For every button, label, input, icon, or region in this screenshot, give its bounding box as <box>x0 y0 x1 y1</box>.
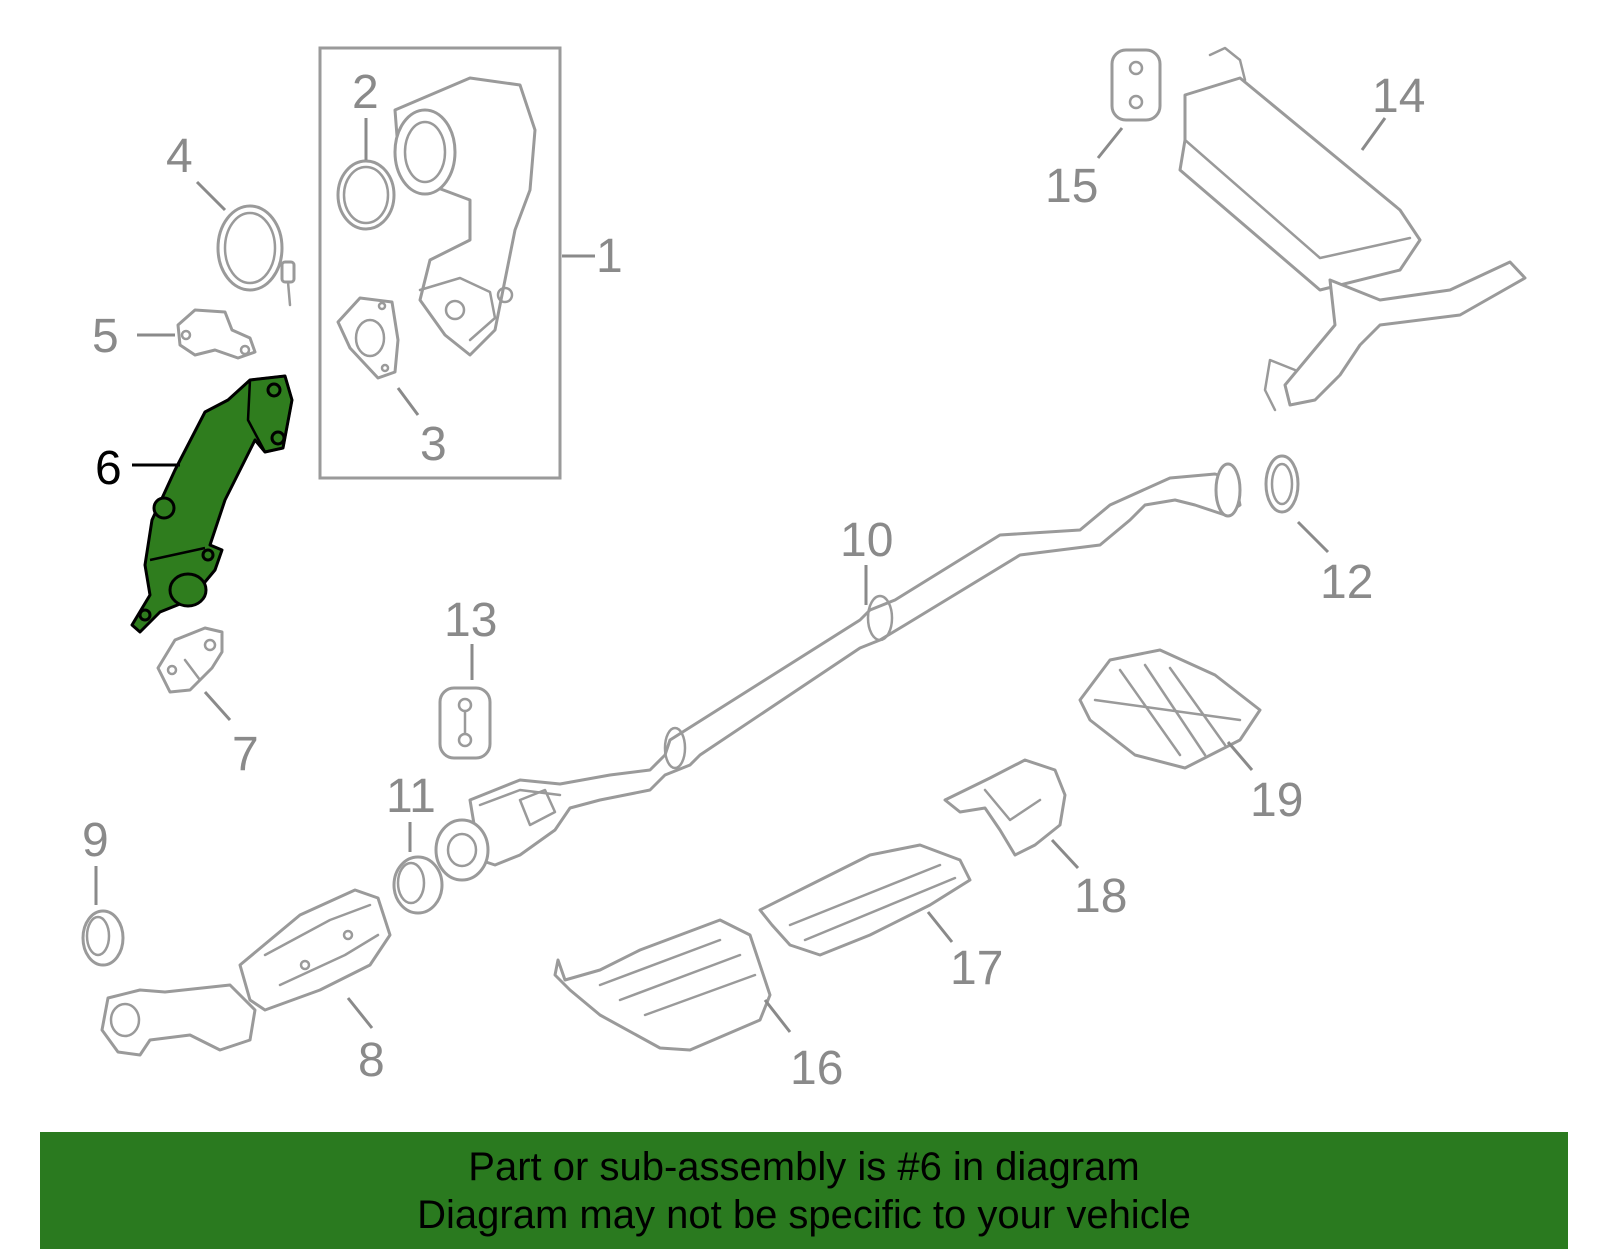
info-banner: Part or sub-assembly is #6 in diagram Di… <box>40 1132 1568 1249</box>
callout-3: 3 <box>420 418 447 471</box>
part-3-flange-gasket[interactable] <box>336 296 400 380</box>
part-19-heat-shield[interactable] <box>1078 648 1262 770</box>
part-7-bracket[interactable] <box>156 626 224 694</box>
callout-9: 9 <box>82 814 109 867</box>
callout-16: 16 <box>790 1042 843 1095</box>
callout-12: 12 <box>1320 556 1373 609</box>
part-12-gasket[interactable] <box>1264 454 1300 514</box>
banner-line-1: Part or sub-assembly is #6 in diagram <box>468 1144 1140 1189</box>
callout-11: 11 <box>386 770 436 823</box>
part-2-gasket[interactable] <box>336 159 396 231</box>
part-15-hanger[interactable] <box>1110 48 1162 122</box>
part-9-ring[interactable] <box>81 909 125 967</box>
part-4-clamp[interactable] <box>216 204 296 307</box>
callout-19: 19 <box>1250 774 1303 827</box>
callout-17: 17 <box>950 942 1003 995</box>
part-10-center-pipe[interactable] <box>434 462 1242 882</box>
part-13-hanger[interactable] <box>438 686 492 760</box>
callout-8: 8 <box>358 1034 385 1087</box>
part-17-heat-shield[interactable] <box>758 843 972 957</box>
part-18-heat-shield[interactable] <box>943 758 1067 857</box>
callout-14: 14 <box>1372 70 1425 123</box>
callout-10: 10 <box>840 514 893 567</box>
exhaust-diagram: 1 2 3 4 5 6 7 8 9 10 11 12 13 14 15 16 1… <box>81 46 1527 1095</box>
part-11-ring[interactable] <box>392 855 444 915</box>
callout-2: 2 <box>352 66 379 119</box>
callout-7: 7 <box>232 728 259 781</box>
part-5-bracket[interactable] <box>176 308 257 360</box>
part-14-muffler[interactable] <box>1178 46 1527 412</box>
assembly-box-1 <box>318 46 562 480</box>
banner-line-2: Diagram may not be specific to your vehi… <box>417 1192 1191 1237</box>
part-1-converter-assembly[interactable] <box>393 76 537 357</box>
part-6-front-pipe[interactable] <box>130 374 294 634</box>
part-16-heat-shield[interactable] <box>553 918 772 1052</box>
callout-5: 5 <box>92 310 119 363</box>
callout-6: 6 <box>95 442 122 495</box>
callout-13: 13 <box>444 594 497 647</box>
callout-15: 15 <box>1045 160 1098 213</box>
callout-1: 1 <box>596 230 623 283</box>
part-8-catalytic-converter[interactable] <box>100 888 392 1057</box>
callout-18: 18 <box>1074 870 1127 923</box>
callout-4: 4 <box>166 130 193 183</box>
